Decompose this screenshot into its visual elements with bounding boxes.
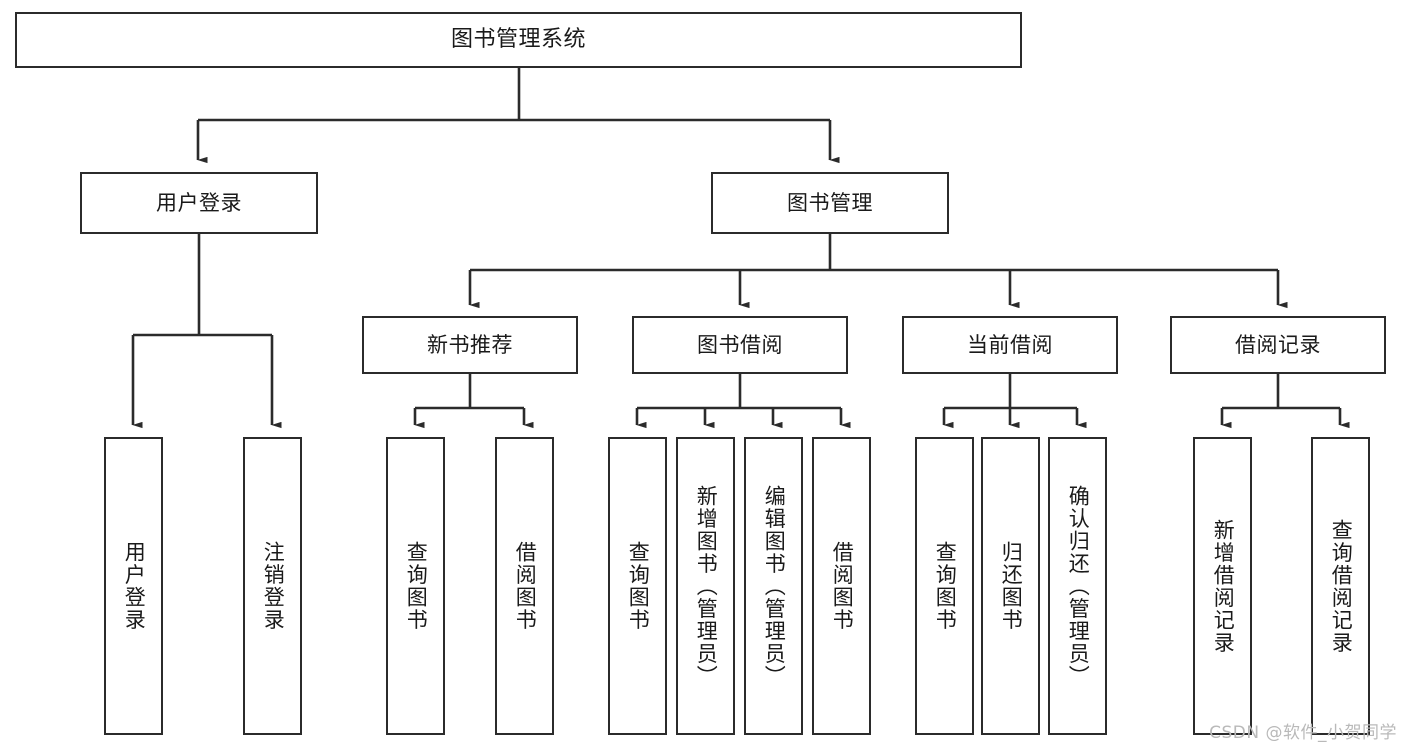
node-label: 查询图书 bbox=[626, 541, 651, 631]
node-label: 注销登录 bbox=[261, 541, 286, 631]
node-leaf-edit-book-admin[interactable]: 编辑图书（管理员） bbox=[744, 437, 803, 735]
node-label: 借阅图书 bbox=[513, 541, 538, 631]
node-leaf-add-book-admin[interactable]: 新增图书（管理员） bbox=[676, 437, 735, 735]
node-label: 借阅记录 bbox=[1235, 332, 1321, 357]
node-leaf-add-borrow-record[interactable]: 新增借阅记录 bbox=[1193, 437, 1252, 735]
node-new-book-recommend[interactable]: 新书推荐 bbox=[362, 316, 578, 374]
node-label: 用户登录 bbox=[122, 541, 147, 631]
node-leaf-user-login[interactable]: 用户登录 bbox=[104, 437, 163, 735]
node-label: 编辑图书（管理员） bbox=[762, 484, 787, 688]
node-label: 归还图书 bbox=[999, 541, 1024, 631]
node-label: 借阅图书 bbox=[830, 541, 855, 631]
node-label: 图书管理系统 bbox=[450, 27, 586, 53]
node-borrow-record[interactable]: 借阅记录 bbox=[1170, 316, 1386, 374]
node-label: 图书管理 bbox=[787, 190, 873, 215]
node-label: 查询借阅记录 bbox=[1329, 518, 1354, 654]
node-label: 查询图书 bbox=[933, 541, 958, 631]
node-label: 新增借阅记录 bbox=[1211, 518, 1236, 654]
node-book-management[interactable]: 图书管理 bbox=[711, 172, 949, 234]
node-label: 确认归还（管理员） bbox=[1066, 484, 1091, 688]
node-leaf-borrow-books[interactable]: 借阅图书 bbox=[812, 437, 871, 735]
node-leaf-logout[interactable]: 注销登录 bbox=[243, 437, 302, 735]
node-label: 查询图书 bbox=[404, 541, 429, 631]
node-leaf-search-books-newbook[interactable]: 查询图书 bbox=[386, 437, 445, 735]
node-label: 新增图书（管理员） bbox=[694, 484, 719, 688]
node-label: 用户登录 bbox=[156, 190, 242, 215]
node-label: 当前借阅 bbox=[967, 332, 1053, 357]
node-leaf-confirm-return-admin[interactable]: 确认归还（管理员） bbox=[1048, 437, 1107, 735]
node-current-borrow[interactable]: 当前借阅 bbox=[902, 316, 1118, 374]
node-leaf-borrow-books-newbook[interactable]: 借阅图书 bbox=[495, 437, 554, 735]
csdn-watermark: CSDN @软件_小贺同学 bbox=[1209, 723, 1397, 743]
node-label: 新书推荐 bbox=[427, 332, 513, 357]
node-leaf-return-books[interactable]: 归还图书 bbox=[981, 437, 1040, 735]
node-leaf-search-borrow-record[interactable]: 查询借阅记录 bbox=[1311, 437, 1370, 735]
node-user-login[interactable]: 用户登录 bbox=[80, 172, 318, 234]
node-leaf-search-books-borrow[interactable]: 查询图书 bbox=[608, 437, 667, 735]
node-root-library-system[interactable]: 图书管理系统 bbox=[15, 12, 1022, 68]
node-book-borrow[interactable]: 图书借阅 bbox=[632, 316, 848, 374]
node-leaf-search-books-current[interactable]: 查询图书 bbox=[915, 437, 974, 735]
node-label: 图书借阅 bbox=[697, 332, 783, 357]
